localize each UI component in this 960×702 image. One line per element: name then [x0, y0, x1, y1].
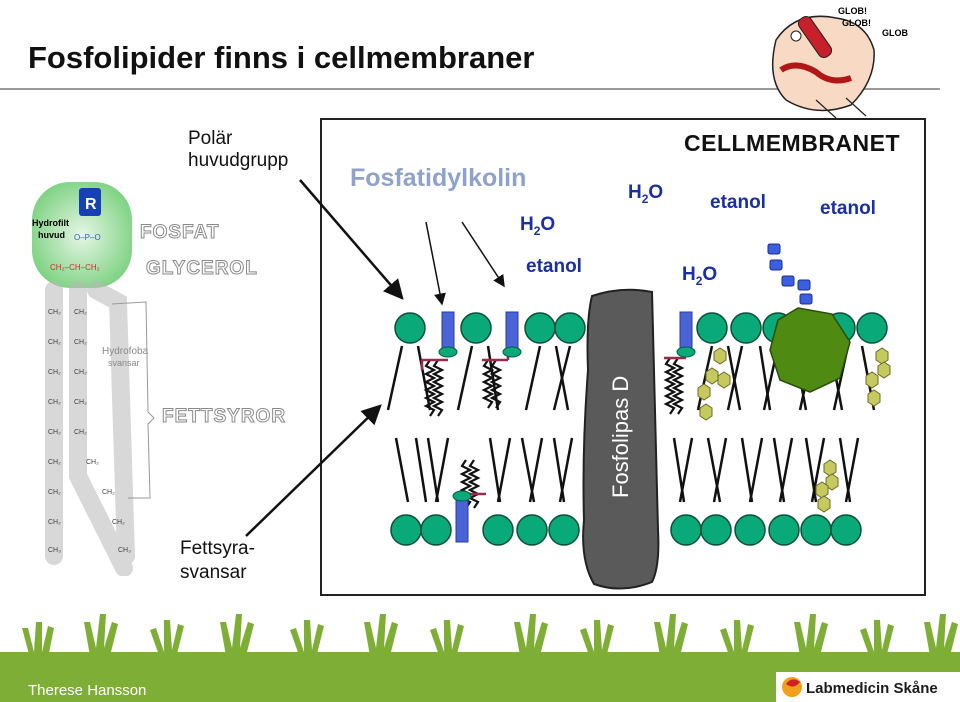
phospholipid-head	[420, 514, 452, 546]
drinking-cartoon: GLOB! GLOB! GLOB	[771, 6, 908, 118]
cellmembranet-label: CELLMEMBRANET	[684, 130, 901, 156]
fosfat-label: FOSFAT	[140, 222, 220, 244]
svg-text:CH₂: CH₂	[48, 369, 61, 376]
ethanol-label-3: etanol	[820, 198, 876, 219]
svg-text:CH₂: CH₂	[112, 519, 125, 526]
svg-text:CH₂: CH₂	[48, 489, 61, 496]
phospholipid-head	[700, 514, 732, 546]
arrow-fatty-tails	[245, 404, 382, 537]
ethanol-chain	[797, 279, 811, 291]
svg-text:CH₂: CH₂	[48, 399, 61, 406]
membrane-diagram-box	[320, 118, 926, 596]
svg-text:CH₂: CH₂	[48, 519, 61, 526]
title-divider	[0, 88, 940, 90]
phospholipid-molecule: R Hydrofilt huvud O–P–O CH₂–CH–CH₂ CH₂ CH…	[32, 182, 155, 576]
ethanol-chain	[769, 259, 783, 271]
svg-text:CH₂: CH₂	[102, 489, 115, 496]
svg-text:CH₂: CH₂	[48, 459, 61, 466]
fettsyror-label: FETTSYROR	[161, 406, 287, 428]
phospholipid-head	[734, 514, 766, 546]
r-group-box	[79, 188, 101, 216]
svg-text:O–P–O: O–P–O	[74, 233, 101, 242]
water-label-1: H2O	[520, 214, 556, 238]
phospholipid-head	[460, 312, 492, 344]
phospholipid-head	[516, 514, 548, 546]
hydrophilic-label-1: Hydrofilt	[32, 218, 69, 228]
phospholipid-head	[856, 312, 888, 344]
arrow-fosfatidylkolin-2	[461, 221, 505, 288]
svg-text:CH₂: CH₂	[74, 369, 87, 376]
svg-text:CH₂: CH₂	[48, 339, 61, 346]
water-label-3: H2O	[682, 264, 718, 288]
phospholipid-head	[482, 514, 514, 546]
svg-text:CH₂: CH₂	[86, 459, 99, 466]
cartoon-text-1: GLOB!	[838, 6, 867, 16]
svg-text:CH₂: CH₂	[48, 429, 61, 436]
svg-text:CH₂–CH–CH₂: CH₂–CH–CH₂	[50, 263, 100, 272]
fosfatidylkolin-label: Fosfatidylkolin	[350, 164, 527, 192]
svg-text:CH₂: CH₂	[48, 309, 61, 316]
phospholipid-head	[554, 312, 586, 344]
phospholipid-head	[830, 514, 862, 546]
phospholipid-head	[696, 312, 728, 344]
cell-membrane	[386, 243, 891, 590]
svg-text:CH₂: CH₂	[74, 309, 87, 316]
tail-label-2: svansar	[180, 562, 247, 583]
ethanol-label-1: etanol	[526, 256, 582, 277]
fosfolipas-d-enzyme	[582, 288, 660, 590]
r-group-label: R	[85, 196, 97, 213]
hydrophobic-label-2: svansar	[108, 358, 140, 368]
phospholipid-head	[730, 312, 762, 344]
ethanol-chain	[781, 275, 795, 287]
hydrophobic-label-1: Hydrofoba	[102, 346, 149, 357]
footer-hands-strip	[0, 614, 960, 702]
glycerol-label: GLYCEROL	[146, 258, 258, 280]
green-protein	[769, 307, 851, 393]
svg-text:CH₂: CH₂	[74, 339, 87, 346]
svg-text:CH₂: CH₂	[74, 429, 87, 436]
tail-label-1: Fettsyra-	[180, 538, 255, 559]
polar-head-label-1: Polär	[188, 128, 233, 149]
slide-title: Fosfolipider finns i cellmembraner	[28, 40, 535, 75]
svg-text:CH₂: CH₂	[74, 399, 87, 406]
arrow-fosfatidylkolin-1	[425, 221, 446, 306]
author-name: Therese Hansson	[28, 682, 147, 699]
labmedicin-logo-text: Labmedicin Skåne	[806, 680, 938, 697]
phospholipid-head	[394, 312, 426, 344]
cartoon-text-2: GLOB!	[842, 18, 871, 28]
ethanol-chain	[799, 293, 813, 305]
ethanol-chain	[767, 243, 781, 255]
water-label-2: H2O	[628, 182, 664, 206]
hydrophilic-label-2: huvud	[38, 230, 65, 240]
svg-text:CH₃: CH₃	[48, 547, 61, 554]
ethanol-label-2: etanol	[710, 192, 766, 213]
arrow-polar-head	[299, 179, 404, 300]
phospholipid-head	[548, 514, 580, 546]
phospholipid-head	[768, 514, 800, 546]
svg-text:CH₃: CH₃	[118, 547, 131, 554]
polar-head-label-2: huvudgrupp	[188, 150, 289, 171]
cartoon-text-3: GLOB	[882, 28, 908, 38]
hydrophilic-head	[32, 182, 132, 288]
